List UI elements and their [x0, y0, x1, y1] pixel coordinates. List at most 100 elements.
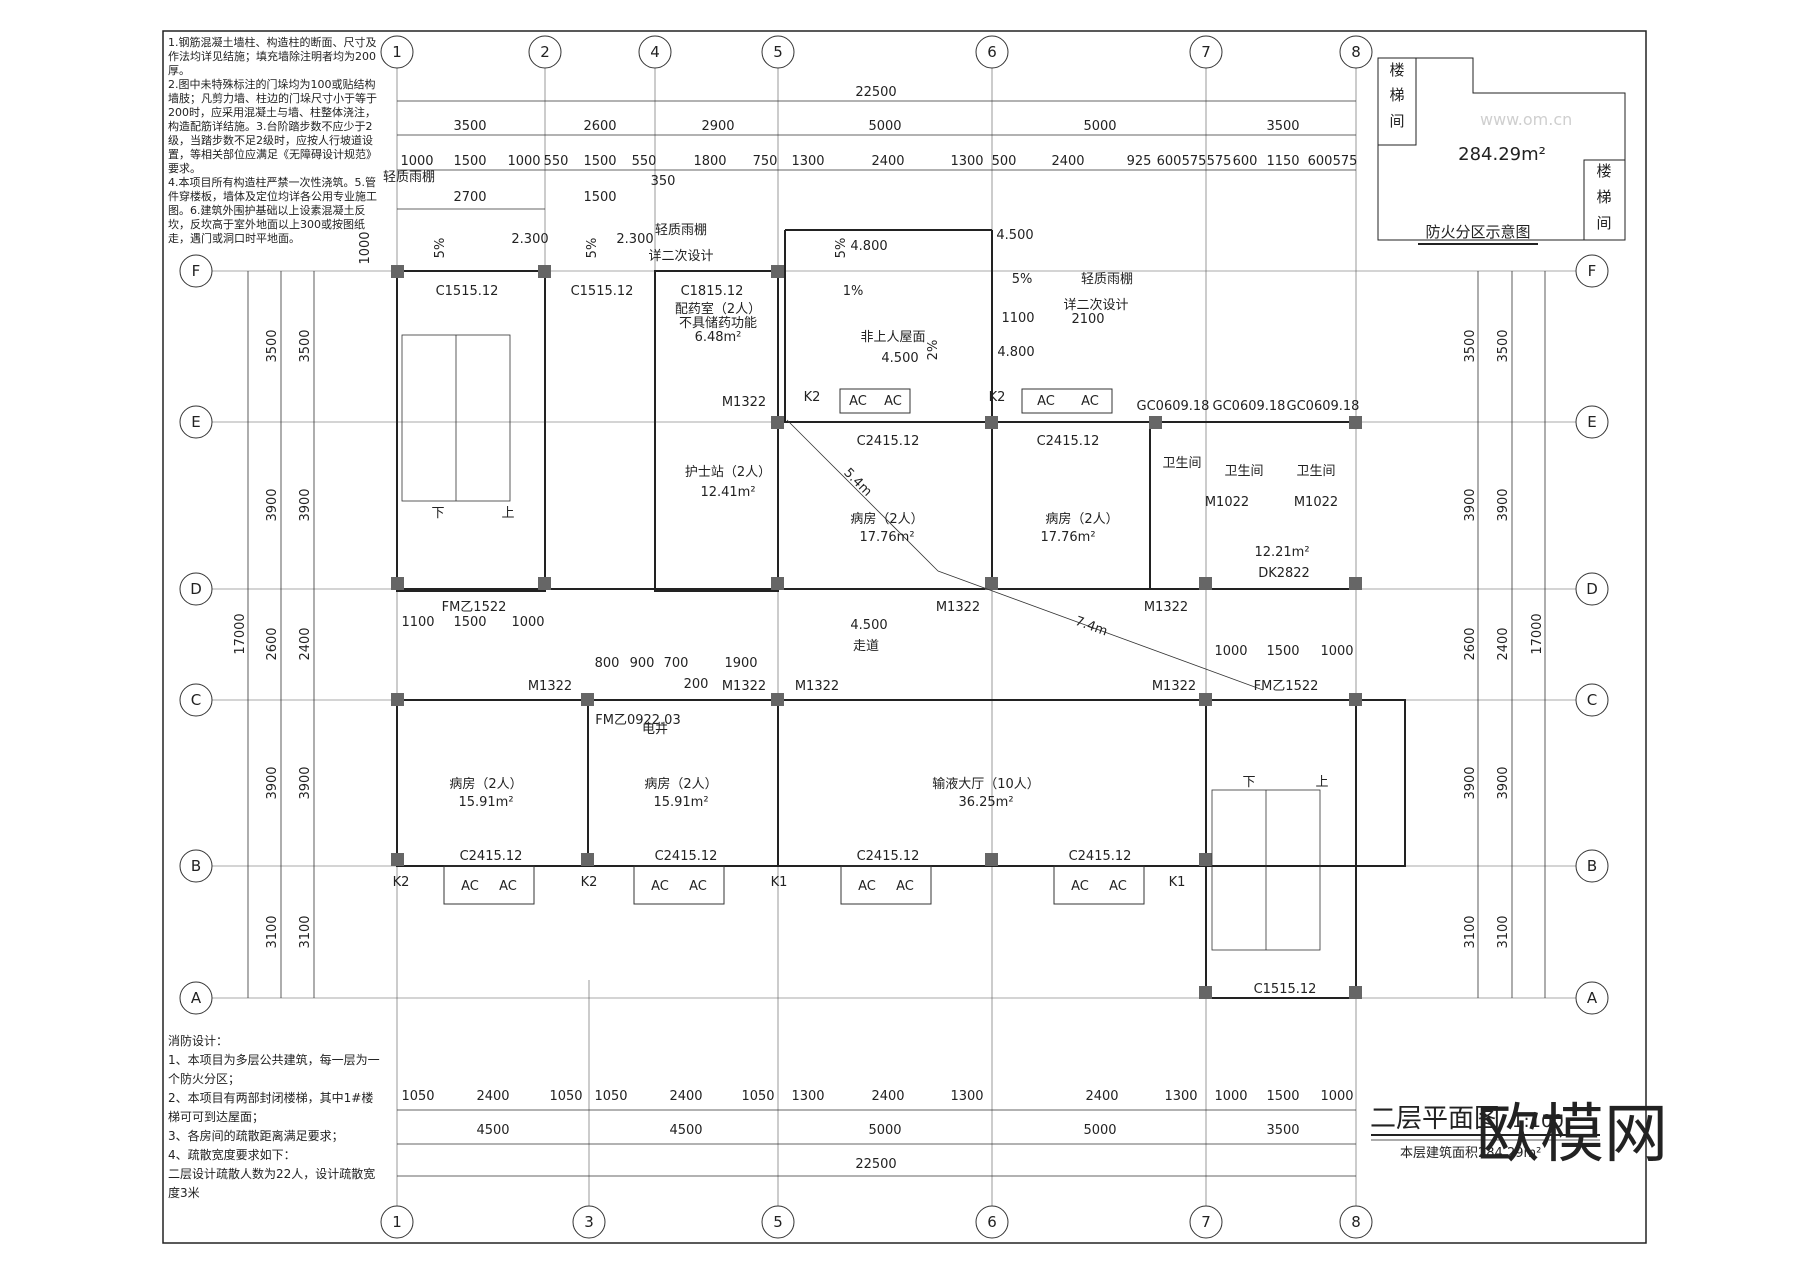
label-slope: 2% [926, 340, 941, 361]
label-ac: AC [1071, 879, 1089, 894]
drawing-title-sub: 本层建筑面积284.29m² [1400, 1145, 1541, 1161]
dim-sub-top: 1000 [400, 154, 433, 169]
dim-sub-top: 575 [1207, 154, 1232, 169]
room-hall-area: 36.25m² [958, 795, 1013, 810]
axis-label-bottom: 3 [584, 1213, 594, 1231]
dim-sub-top: 2400 [871, 154, 904, 169]
dim-side-inner: 2400 [298, 627, 313, 660]
fire-zone-title: 防火分区示意图 [1425, 223, 1530, 241]
axis-label-bottom: 7 [1201, 1213, 1211, 1231]
label-window: C2415.12 [857, 849, 920, 864]
label-fire-door: FM乙1522 [1254, 679, 1319, 694]
label-elevation: 4.800 [850, 239, 887, 254]
room-ward-b1-area: 15.91m² [458, 795, 513, 810]
room-wc-1: 卫生间 [1162, 456, 1201, 471]
axis-label-top: 1 [392, 43, 402, 61]
room-ward-b1: 病房（2人） [449, 776, 522, 792]
dim-sub-top: 575 [1333, 154, 1358, 169]
dim-sub-top: 2400 [1051, 154, 1084, 169]
fire-zone-area: 284.29m² [1458, 144, 1546, 165]
label-door: M1022 [1205, 495, 1249, 510]
dim-side-right: 3900 [1463, 488, 1478, 521]
dim-seg-top: 2900 [701, 119, 734, 134]
dim-sub-top: 750 [753, 154, 778, 169]
label-canopy: 轻质雨棚 [383, 170, 435, 185]
label-ac: AC [499, 879, 517, 894]
dim-seg-bottom: 3500 [1266, 1123, 1299, 1138]
label-window: C2415.12 [857, 434, 920, 449]
label-ac: AC [896, 879, 914, 894]
label-window: C1815.12 [681, 284, 744, 299]
columns [391, 265, 1362, 999]
room-nurse-area: 12.41m² [700, 485, 755, 500]
label-ac: AC [689, 879, 707, 894]
axis-label-left: A [191, 989, 202, 1007]
room-wc-2: 卫生间 [1224, 464, 1263, 479]
dim-side-right: 3500 [1463, 329, 1478, 362]
dim-misc: 200 [684, 677, 709, 692]
label-door: M1322 [722, 679, 766, 694]
general-notes: 1.钢筋混凝土墙柱、构造柱的断面、尺寸及作法均详见结施；填充墙除注明者均为200… [168, 36, 377, 245]
label-elevation: 2.300 [511, 232, 548, 247]
room-hall: 输液大厅（10人） [932, 776, 1040, 792]
label-distance: 7.4m [1073, 614, 1109, 639]
dim-misc: 800 [595, 656, 620, 671]
label-k: K1 [1169, 875, 1186, 890]
dim-seg-top: 3500 [1266, 119, 1299, 134]
dim-misc: 2100 [1071, 312, 1104, 327]
dim-extra: 1500 [583, 190, 616, 205]
room-ward-e2: 病房（2人） [1045, 511, 1118, 527]
room-corridor: 走道 [853, 639, 879, 654]
label-canopy-note: 详二次设计 [648, 248, 713, 264]
dim-sub-top: 550 [544, 154, 569, 169]
axis-label-right: C [1587, 691, 1597, 709]
axis-label-top: 6 [987, 43, 997, 61]
dim-side-right-inner: 3100 [1496, 915, 1511, 948]
dim-sub-top: 600 [1233, 154, 1258, 169]
dim-sub-bottom: 2400 [669, 1089, 702, 1104]
ac-units [443, 388, 1145, 905]
axis-label-top: 7 [1201, 43, 1211, 61]
dim-side-total-right: 17000 [1530, 613, 1545, 654]
label-slope: 5% [834, 238, 849, 259]
axis-label-top: 4 [650, 43, 660, 61]
room-ward-b2-area: 15.91m² [653, 795, 708, 810]
room-wc-3: 卫生间 [1296, 464, 1335, 479]
label-elevation: 2.300 [616, 232, 653, 247]
dim-side-inner: 3900 [298, 766, 313, 799]
dim-misc: 1100 [1001, 311, 1034, 326]
label-elevation: 4.800 [997, 345, 1034, 360]
dim-seg-bottom: 5000 [868, 1123, 901, 1138]
drawing-title: 二层平面图 1:100 本层建筑面积284.29m² [1370, 1104, 1600, 1161]
label-k: K2 [393, 875, 410, 890]
label-elevation: 4.500 [996, 228, 1033, 243]
dim-sub-bottom: 1500 [1266, 1089, 1299, 1104]
dim-side-right-inner: 2400 [1496, 627, 1511, 660]
dim-seg-top: 3500 [453, 119, 486, 134]
label-elevation: 4.500 [881, 351, 918, 366]
room-ward-b2: 病房（2人） [644, 776, 717, 792]
label-ac: AC [461, 879, 479, 894]
watermark-brand: 欧模网 [1476, 1098, 1668, 1172]
label-slope: 5% [585, 238, 600, 259]
axis-label-right: F [1588, 262, 1597, 280]
axis-label-left: F [192, 262, 201, 280]
dim-seg-bottom: 4500 [476, 1123, 509, 1138]
axis-label-bottom: 5 [773, 1213, 783, 1231]
dim-side-left: 3900 [265, 488, 280, 521]
label-window: GC0609.18 [1287, 399, 1360, 414]
label-door: M1322 [1152, 679, 1196, 694]
label-canopy: 轻质雨棚 [1081, 272, 1133, 287]
dim-misc: 1500 [453, 615, 486, 630]
label-window: C2415.12 [655, 849, 718, 864]
dim-side-right: 3100 [1463, 915, 1478, 948]
dim-sub-bottom: 1050 [549, 1089, 582, 1104]
dim-side-inner: 3500 [298, 329, 313, 362]
dim-seg-top: 5000 [868, 119, 901, 134]
dim-side-left: 2600 [265, 627, 280, 660]
label-window: C1515.12 [571, 284, 634, 299]
dim-total-bottom: 22500 [855, 1157, 896, 1172]
dim-sub-top: 550 [632, 154, 657, 169]
stair-down-label: 下 [1242, 775, 1255, 790]
